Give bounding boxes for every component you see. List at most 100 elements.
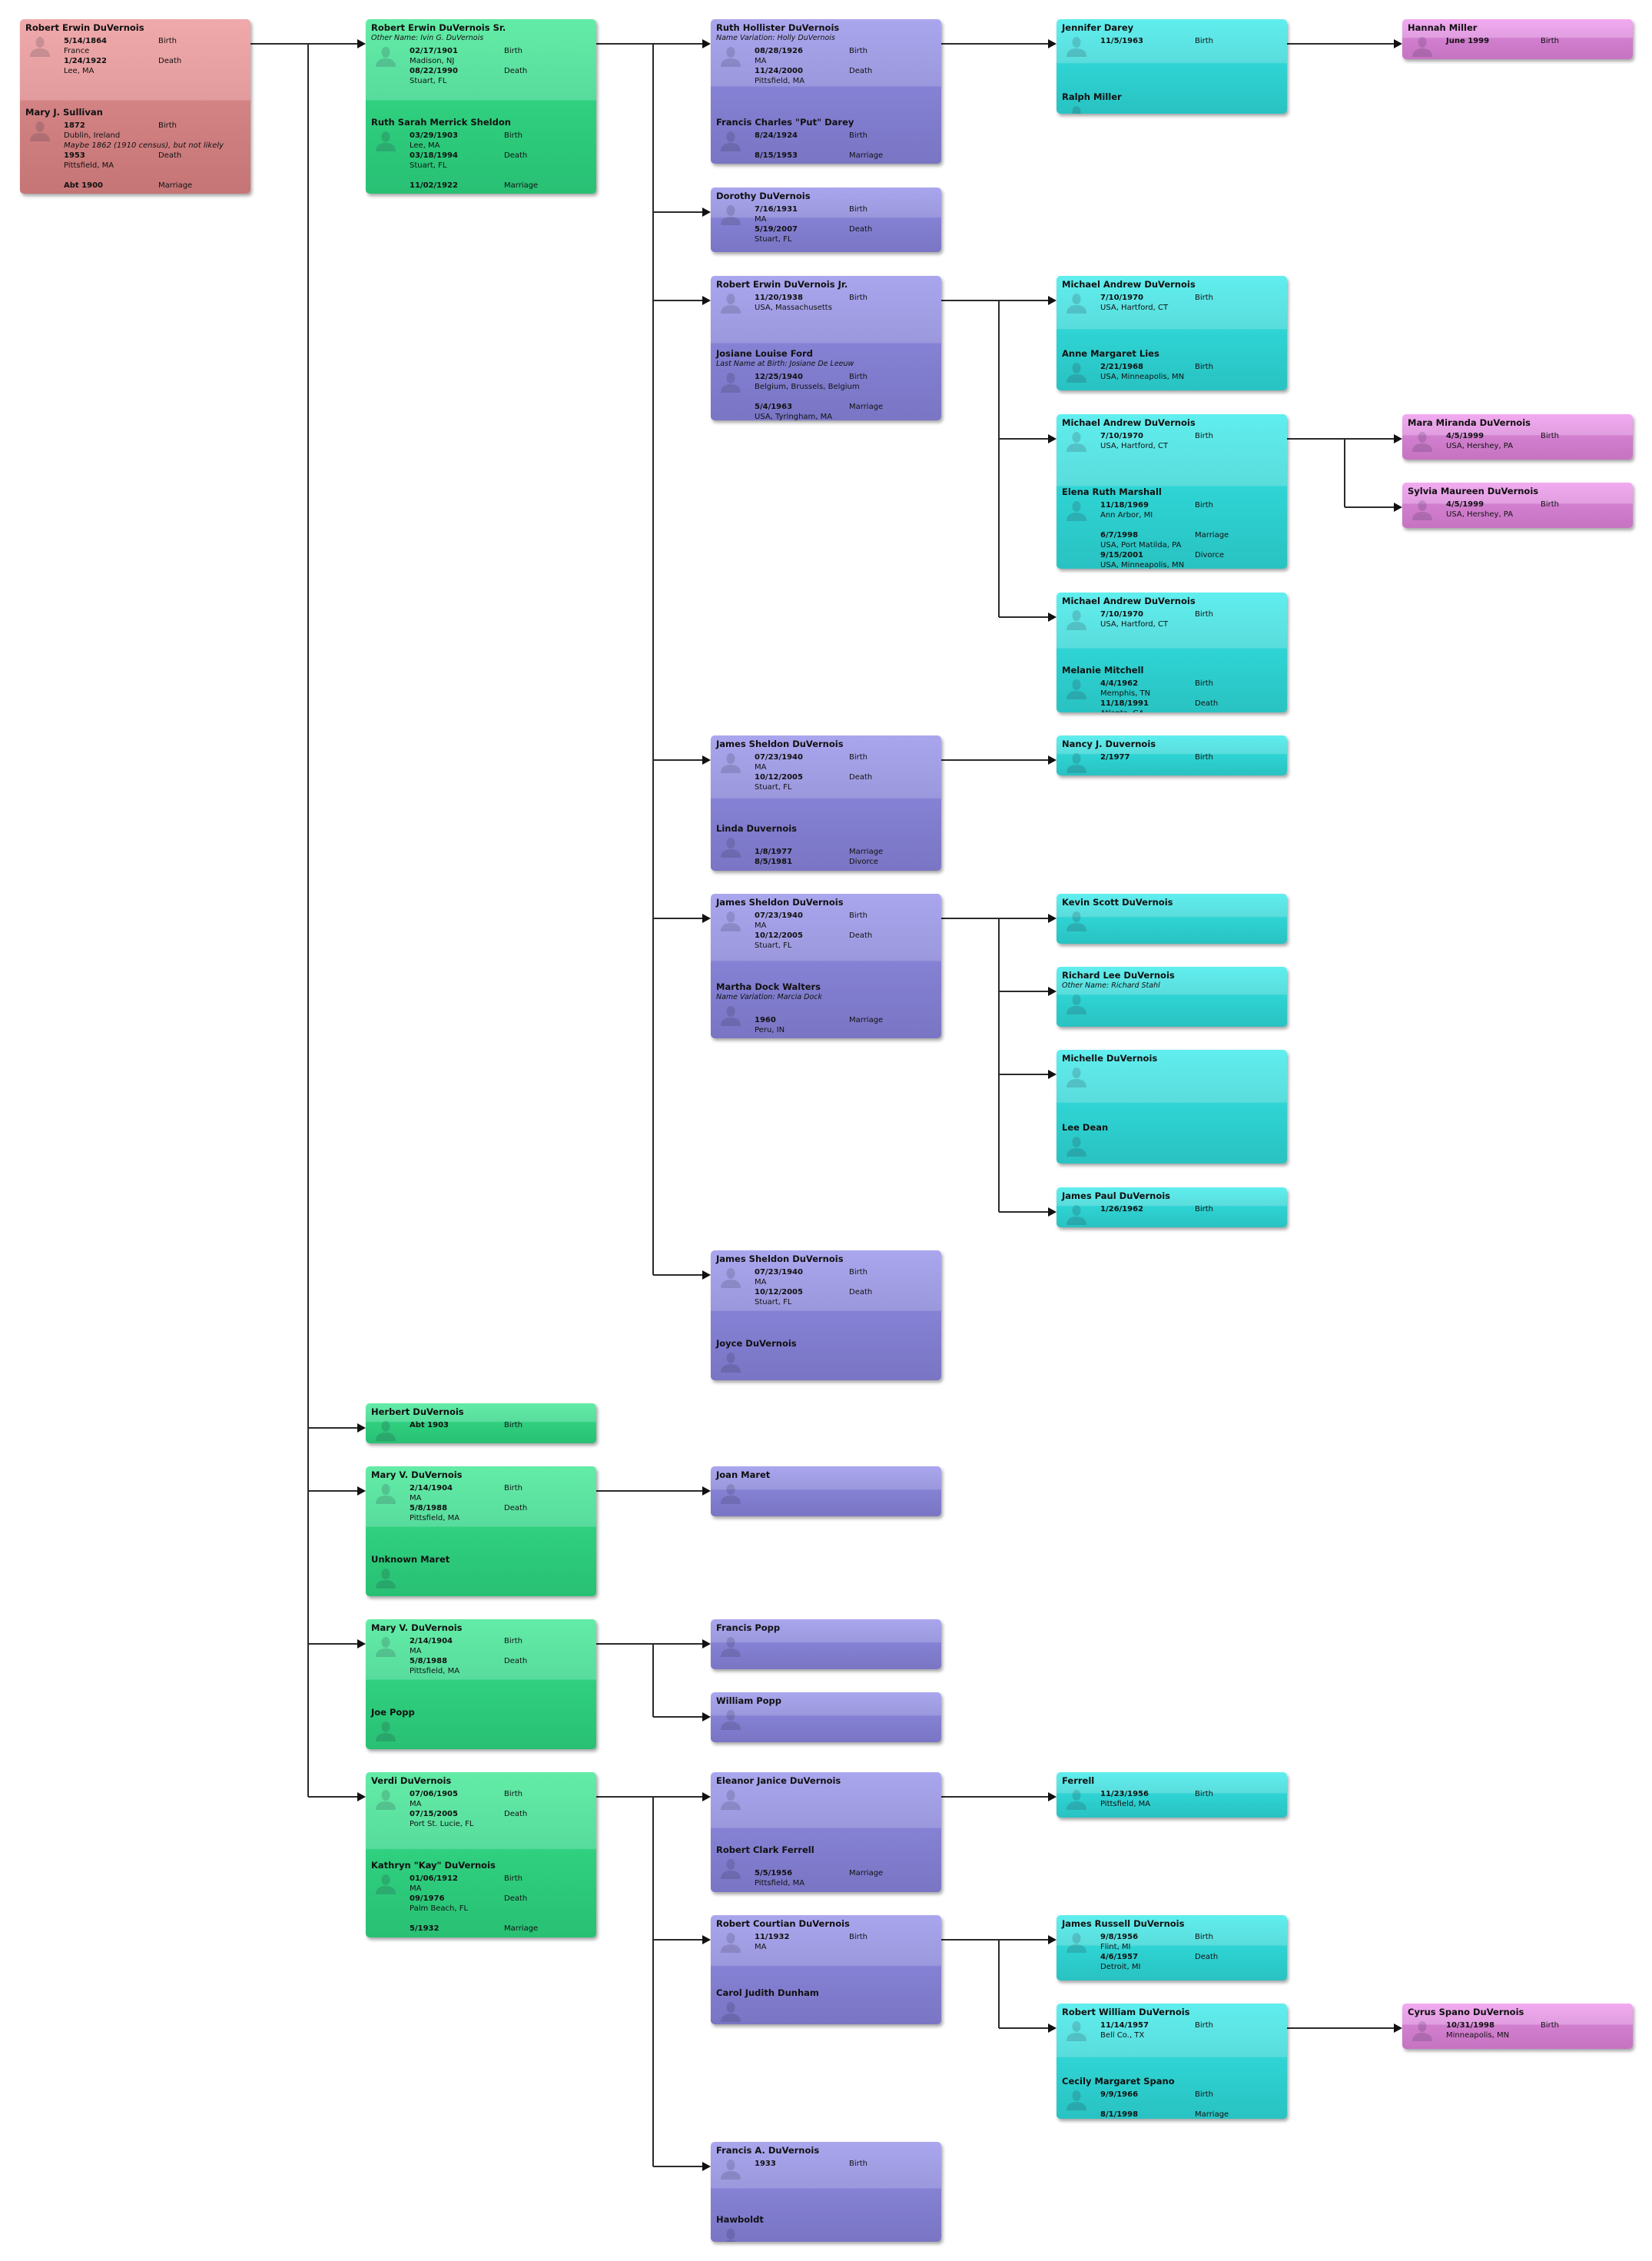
- person-name[interactable]: William Popp: [716, 1695, 781, 1706]
- person-name[interactable]: Robert Erwin DuVernois Sr.: [371, 22, 506, 33]
- person-name[interactable]: Ferrell: [1062, 1775, 1095, 1786]
- person-name[interactable]: Ruth Hollister DuVernois: [716, 22, 840, 33]
- person-name[interactable]: Michael Andrew DuVernois: [1062, 417, 1196, 428]
- person-name[interactable]: Josiane Louise Ford: [716, 348, 813, 359]
- person-name[interactable]: James Sheldon DuVernois: [716, 739, 844, 749]
- person-name[interactable]: Hawboldt: [716, 2214, 764, 2225]
- person-name[interactable]: Cecily Margaret Spano: [1062, 2076, 1175, 2087]
- person-name[interactable]: Robert Courtian DuVernois: [716, 1918, 850, 1929]
- person-name[interactable]: Francis Charles "Put" Darey: [716, 117, 854, 128]
- person-name[interactable]: Hannah Miller: [1408, 22, 1478, 33]
- event-type: Death: [1195, 1953, 1219, 1961]
- arrowhead-icon: [357, 1792, 366, 1801]
- person-name[interactable]: Mara Miranda DuVernois: [1408, 417, 1531, 428]
- person-name[interactable]: Carol Judith Dunham: [716, 1987, 819, 1998]
- person-name[interactable]: Dorothy DuVernois: [716, 191, 811, 201]
- event-date: 02/17/1901: [410, 47, 458, 55]
- person-name[interactable]: Kathryn "Kay" DuVernois: [371, 1860, 496, 1871]
- family-card[interactable]: William Popp: [711, 1692, 941, 1742]
- person-name[interactable]: James Paul DuVernois: [1062, 1190, 1171, 1201]
- person-name[interactable]: Ralph Miller: [1062, 91, 1122, 102]
- person-name[interactable]: Mary V. DuVernois: [371, 1622, 463, 1633]
- family-card[interactable]: Robert Erwin DuVernois Sr.Other Name: Iv…: [366, 19, 596, 194]
- person-name[interactable]: Robert Erwin DuVernois: [25, 22, 144, 33]
- person-name[interactable]: Mary J. Sullivan: [25, 107, 103, 118]
- event-place: Stuart, FL: [410, 161, 447, 170]
- person-name[interactable]: Linda Duvernois: [716, 823, 798, 834]
- person-name[interactable]: Herbert DuVernois: [371, 1406, 464, 1417]
- person-name[interactable]: Melanie Mitchell: [1062, 665, 1144, 676]
- person-name[interactable]: Sylvia Maureen DuVernois: [1408, 486, 1539, 496]
- person-name[interactable]: Joan Maret: [716, 1469, 771, 1480]
- person-name[interactable]: Lee Dean: [1062, 1122, 1109, 1133]
- event-type: Death: [504, 151, 528, 160]
- family-card[interactable]: Joan Maret: [711, 1466, 941, 1516]
- person-name[interactable]: Kevin Scott DuVernois: [1062, 897, 1173, 908]
- person-name[interactable]: Nancy J. Duvernois: [1062, 739, 1156, 749]
- person-name[interactable]: Elena Ruth Marshall: [1062, 486, 1162, 497]
- person-name[interactable]: Ruth Sarah Merrick Sheldon: [371, 117, 511, 128]
- person-name[interactable]: Michael Andrew DuVernois: [1062, 279, 1196, 290]
- person-name[interactable]: Cyrus Spano DuVernois: [1408, 2007, 1524, 2017]
- person-name[interactable]: Eleanor Janice DuVernois: [716, 1775, 841, 1786]
- person-name[interactable]: Francis A. DuVernois: [716, 2145, 820, 2156]
- person-name[interactable]: Anne Margaret Lies: [1062, 348, 1159, 359]
- person-name[interactable]: Robert Erwin DuVernois Jr.: [716, 279, 848, 290]
- person-name[interactable]: Francis Popp: [716, 1622, 781, 1633]
- family-card[interactable]: Francis Popp: [711, 1619, 941, 1669]
- person-name[interactable]: Joyce DuVernois: [716, 1338, 797, 1349]
- person-name[interactable]: Unknown Maret: [371, 1554, 450, 1565]
- person-name[interactable]: Michelle DuVernois: [1062, 1053, 1158, 1064]
- person-name[interactable]: Mary V. DuVernois: [371, 1469, 463, 1480]
- person-name[interactable]: James Russell DuVernois: [1062, 1918, 1185, 1929]
- person-name[interactable]: James Sheldon DuVernois: [716, 1253, 844, 1264]
- person-name[interactable]: Michael Andrew DuVernois: [1062, 596, 1196, 606]
- person-name[interactable]: Verdi DuVernois: [371, 1775, 452, 1786]
- event-date: 4/4/1962: [1100, 679, 1139, 688]
- event-place-row: USA, Minneapolis, MN: [1100, 560, 1282, 569]
- person-name[interactable]: James Sheldon DuVernois: [716, 897, 844, 908]
- person-name[interactable]: Richard Lee DuVernois: [1062, 970, 1175, 981]
- person-name[interactable]: Jennifer Darey: [1062, 22, 1134, 33]
- family-card[interactable]: Kevin Scott DuVernois: [1057, 894, 1287, 944]
- person-name[interactable]: Martha Dock Walters: [716, 981, 821, 992]
- person-name[interactable]: Joe Popp: [371, 1707, 415, 1718]
- person-name[interactable]: Robert Clark Ferrell: [716, 1844, 814, 1855]
- event-place-row: MA: [410, 1799, 591, 1809]
- person-name[interactable]: Robert William DuVernois: [1062, 2007, 1190, 2017]
